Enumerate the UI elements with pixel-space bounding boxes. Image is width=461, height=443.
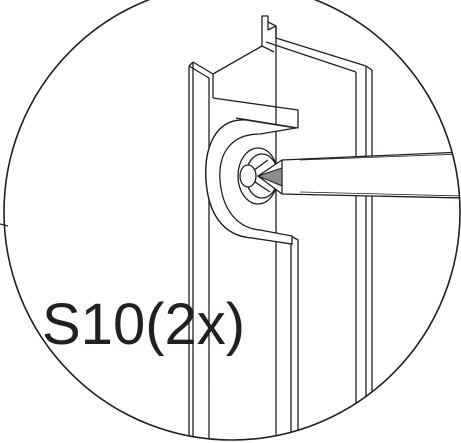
screwdriver-icon	[256, 151, 460, 199]
bracket-tab	[205, 119, 297, 245]
detail-contents	[188, 15, 460, 440]
circle-detail-icon	[3, 0, 461, 441]
fastener-callout-label: S10(2x)	[42, 292, 246, 357]
u-channel-profile-icon	[188, 15, 373, 440]
